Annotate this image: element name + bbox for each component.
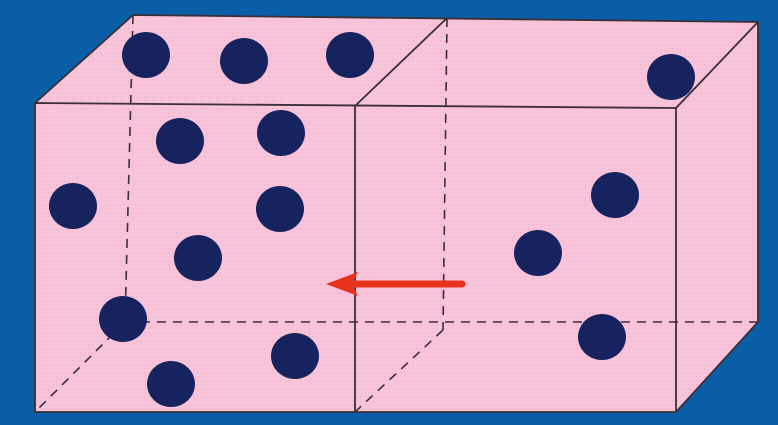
particle [49, 183, 97, 229]
particle [99, 296, 147, 342]
box-right-outline [675, 22, 759, 413]
particles-right-compartment [514, 54, 695, 360]
particle [514, 230, 562, 276]
particle [220, 38, 268, 84]
particle [147, 361, 195, 407]
particle [578, 314, 626, 360]
visible-edges [34, 14, 759, 413]
box-top-face [35, 15, 758, 108]
particles-left-compartment [49, 32, 374, 407]
particle [271, 333, 319, 379]
hidden-edge-divider-floor [354, 329, 444, 413]
particle [647, 54, 695, 100]
arrow-left-icon [326, 272, 466, 296]
particle [591, 172, 639, 218]
hidden-edge-divider-back [442, 17, 448, 331]
particle [156, 118, 204, 164]
particle [174, 235, 222, 281]
particle [256, 186, 304, 232]
particle [257, 110, 305, 156]
particle [326, 32, 374, 78]
box-right-face [676, 22, 758, 412]
divider-top-edge [354, 17, 448, 107]
particle [122, 32, 170, 78]
